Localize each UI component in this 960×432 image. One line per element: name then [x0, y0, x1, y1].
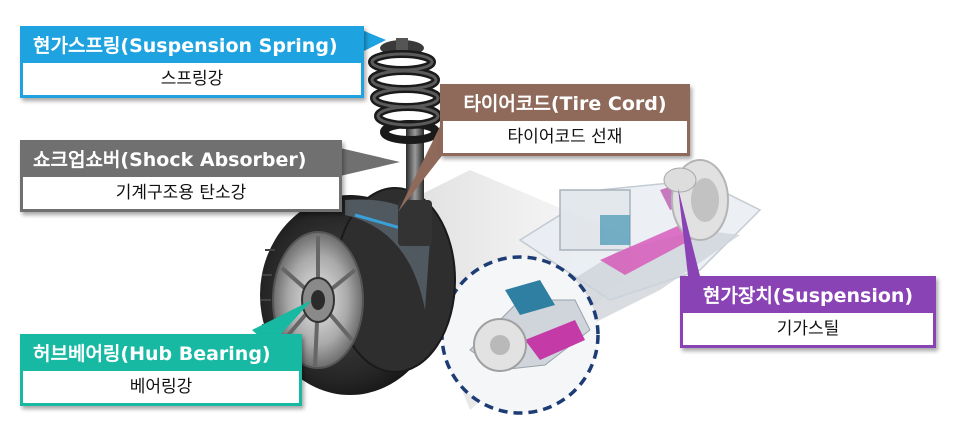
callout-title: 현가스프링(Suspension Spring) [23, 29, 361, 63]
callout-tire-cord: 타이어코드(Tire Cord) 타이어코드 선재 [440, 84, 690, 156]
callout-material: 타이어코드 선재 [443, 121, 687, 153]
callout-material: 기가스틸 [683, 313, 933, 345]
callout-title: 타이어코드(Tire Cord) [443, 87, 687, 121]
callout-title: 쇼크업쇼버(Shock Absorber) [23, 143, 339, 177]
callout-suspension: 현가장치(Suspension) 기가스틸 [680, 276, 936, 348]
callout-title: 현가장치(Suspension) [683, 279, 933, 313]
shock-pointer [340, 148, 400, 176]
detail-circle [442, 257, 598, 413]
callout-shock-absorber: 쇼크업쇼버(Shock Absorber) 기계구조용 탄소강 [20, 140, 342, 212]
callout-hub-bearing: 허브베어링(Hub Bearing) 베어링강 [20, 334, 302, 406]
callout-material: 기계구조용 탄소강 [23, 177, 339, 209]
callout-material: 베어링강 [23, 371, 299, 403]
callout-suspension-spring: 현가스프링(Suspension Spring) 스프링강 [20, 26, 364, 98]
callout-title: 허브베어링(Hub Bearing) [23, 337, 299, 371]
callout-material: 스프링강 [23, 63, 361, 95]
